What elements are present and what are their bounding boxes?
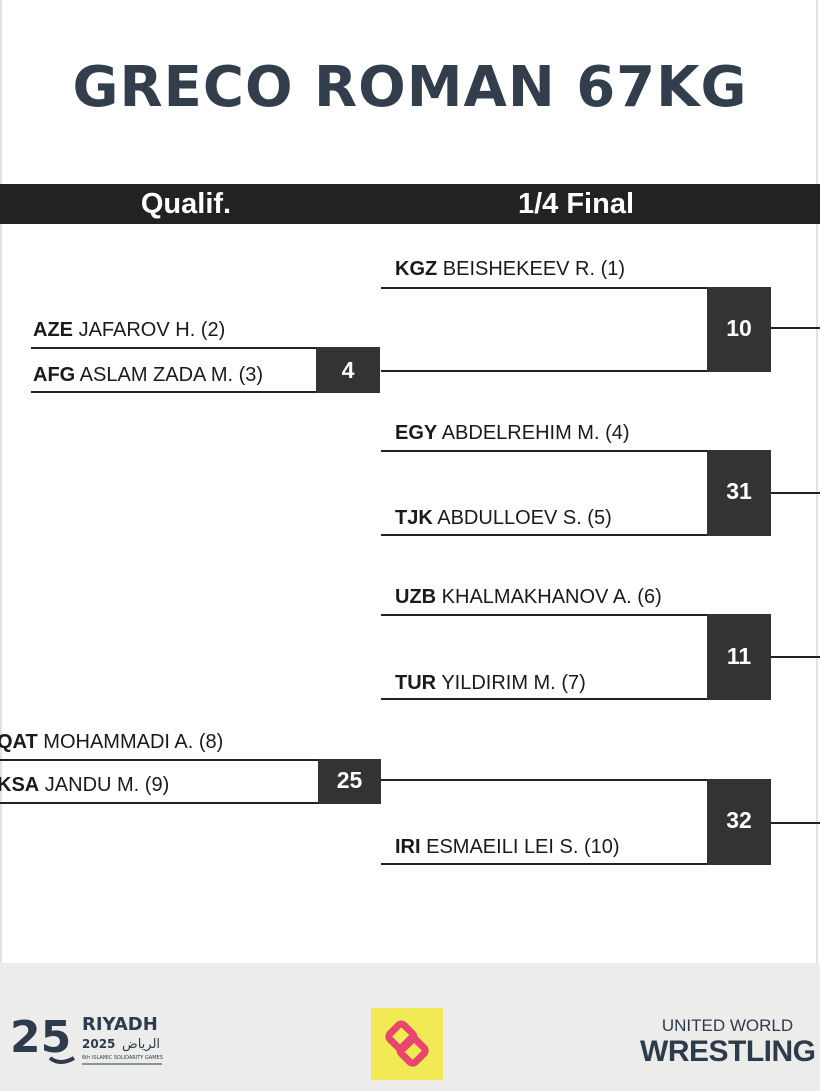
logo-arabic: الرياض bbox=[122, 1037, 160, 1052]
wrestler-kgz: KGZ BEISHEKEEV R. (1) bbox=[395, 257, 625, 281]
wrestler-name: YILDIRIM M. (7) bbox=[441, 672, 586, 694]
country-code: IRI bbox=[395, 836, 421, 858]
round-header-bar: Qualif. 1/4 Final bbox=[0, 184, 820, 224]
wrestler-name: MOHAMMADI A. (8) bbox=[43, 731, 224, 753]
bracket-line bbox=[31, 347, 380, 349]
bout-number: 11 bbox=[707, 614, 771, 700]
wrestler-name: JANDU M. (9) bbox=[44, 774, 170, 796]
bracket-line bbox=[0, 802, 381, 804]
wrestler-tur: TUR YILDIRIM M. (7) bbox=[395, 671, 586, 695]
bout-number: 32 bbox=[707, 779, 771, 865]
country-code: KSA bbox=[0, 774, 40, 796]
bracket-line bbox=[0, 759, 381, 761]
country-code: QAT bbox=[0, 731, 38, 753]
wrestler-ksa: KSA JANDU M. (9) bbox=[0, 773, 169, 797]
round-label-quarterfinal: 1/4 Final bbox=[517, 188, 635, 220]
country-code: KGZ bbox=[395, 258, 438, 280]
bracket-line bbox=[381, 534, 771, 536]
bracket-line bbox=[381, 370, 771, 372]
riyadh-2025-logo: 25 RIYADH 2025 الرياض 6th ISLAMIC SOLIDA… bbox=[10, 1008, 180, 1072]
bracket-line bbox=[381, 450, 771, 452]
country-code: UZB bbox=[395, 586, 437, 608]
wrestler-afg: AFG ASLAM ZADA M. (3) bbox=[33, 363, 263, 387]
country-code: AZE bbox=[33, 319, 73, 341]
wrestler-name: ESMAEILI LEI S. (10) bbox=[426, 836, 620, 858]
wrestler-name: ABDELREHIM M. (4) bbox=[441, 422, 630, 444]
wrestler-name: KHALMAKHANOV A. (6) bbox=[441, 586, 662, 608]
round-label-qualif: Qualif. bbox=[140, 188, 232, 220]
country-code: AFG bbox=[33, 364, 76, 386]
wrestler-tjk: TJK ABDULLOEV S. (5) bbox=[395, 506, 612, 530]
islamic-solidarity-emblem-icon bbox=[371, 1008, 443, 1080]
wrestler-name: BEISHEKEEV R. (1) bbox=[442, 258, 626, 280]
bracket-line bbox=[381, 863, 771, 865]
wrestler-name: ASLAM ZADA M. (3) bbox=[79, 364, 264, 386]
riyadh-logo-icon: 25 RIYADH 2025 الرياض 6th ISLAMIC SOLIDA… bbox=[10, 1012, 163, 1065]
uww-line-1: UNITED WORLD bbox=[661, 1016, 794, 1035]
bout-number: 4 bbox=[316, 347, 380, 393]
wrestler-aze: AZE JAFAROV H. (2) bbox=[33, 318, 225, 342]
logo-year: 2025 bbox=[82, 1037, 115, 1051]
bracket-connector bbox=[771, 327, 820, 329]
bout-number: 10 bbox=[707, 287, 771, 372]
wrestler-uzb: UZB KHALMAKHANOV A. (6) bbox=[395, 585, 662, 609]
bout-number: 31 bbox=[707, 450, 771, 536]
bracket-line bbox=[381, 287, 771, 289]
wrestler-iri: IRI ESMAEILI LEI S. (10) bbox=[395, 835, 620, 859]
page-title: GRECO ROMAN 67KG bbox=[72, 55, 748, 120]
bracket-line bbox=[381, 614, 771, 616]
uww-line-2: WRESTLING bbox=[640, 1035, 816, 1068]
logo-subtitle: 6th ISLAMIC SOLIDARITY GAMES bbox=[82, 1055, 163, 1061]
bracket-connector bbox=[771, 656, 820, 658]
country-code: EGY bbox=[395, 422, 438, 444]
bracket-line bbox=[31, 391, 380, 393]
wrestler-name: JAFAROV H. (2) bbox=[78, 319, 226, 341]
bracket-connector bbox=[771, 822, 820, 824]
logo-city: RIYADH bbox=[82, 1014, 158, 1035]
bracket-line bbox=[381, 698, 771, 700]
country-code: TJK bbox=[395, 507, 433, 529]
wrestler-egy: EGY ABDELREHIM M. (4) bbox=[395, 421, 630, 445]
wrestler-name: ABDULLOEV S. (5) bbox=[437, 507, 612, 529]
uww-logo: UNITED WORLD WRESTLING bbox=[640, 1016, 816, 1068]
country-code: TUR bbox=[395, 672, 437, 694]
logo-number: 25 bbox=[10, 1012, 71, 1063]
wrestler-qat: QAT MOHAMMADI A. (8) bbox=[0, 730, 223, 754]
bracket-connector bbox=[771, 492, 820, 494]
bracket-line bbox=[381, 779, 771, 781]
bout-number: 25 bbox=[318, 759, 381, 804]
